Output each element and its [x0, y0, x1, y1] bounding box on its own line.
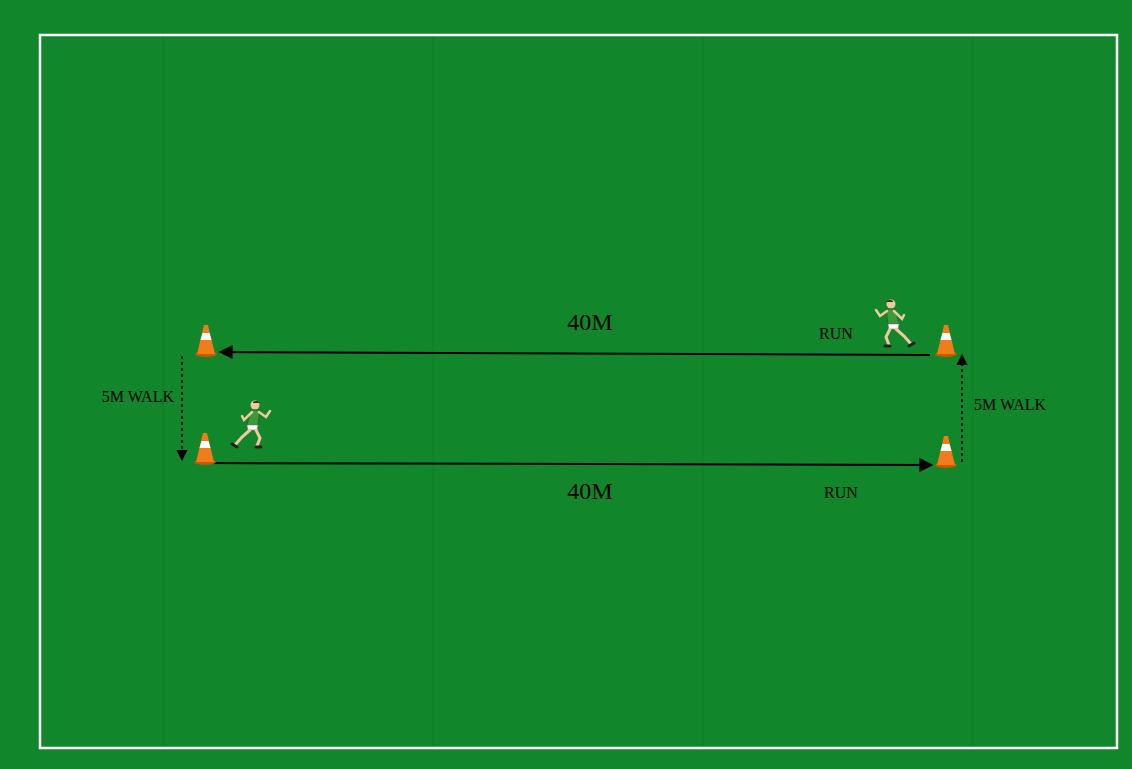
walk-arrow: [181, 356, 183, 460]
action-label: RUN: [819, 326, 853, 342]
action-label: RUN: [824, 485, 858, 501]
distance-label: 40M: [567, 310, 612, 334]
distance-label: 40M: [567, 479, 612, 503]
run-arrow: [208, 463, 932, 465]
runner: [876, 300, 914, 347]
cone: [194, 433, 216, 465]
cone: [935, 436, 957, 468]
walk-label: 5M WALK: [974, 397, 1046, 413]
grass-stripes: [163, 36, 973, 747]
cone: [195, 325, 217, 357]
runner: [232, 401, 270, 448]
walk-arrow: [961, 355, 963, 462]
run-arrow: [220, 352, 930, 355]
cone: [935, 325, 957, 357]
walk-label: 5M WALK: [102, 389, 174, 405]
pitch-boundary: [40, 35, 1117, 748]
